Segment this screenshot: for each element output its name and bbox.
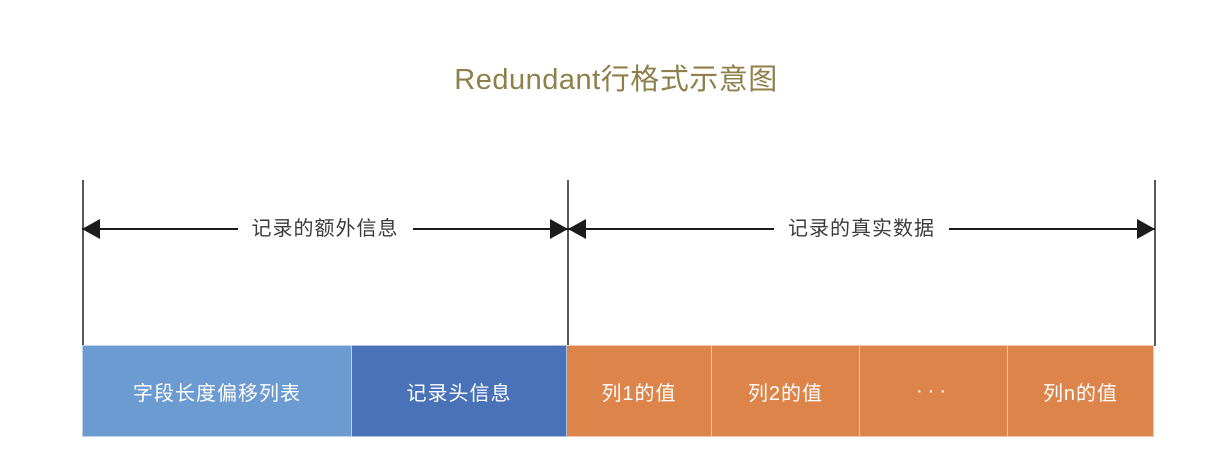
arrow-right-icon: [550, 219, 568, 239]
guide-line-left: [82, 180, 84, 346]
block-label: 列1的值: [601, 382, 677, 405]
page-title: Redundant行格式示意图: [454, 64, 778, 96]
block-label: 列n的值: [1042, 382, 1119, 405]
span-arrow-real-data: 记录的真实数据: [568, 212, 1155, 246]
arrow-left-head-extra-info: [82, 212, 238, 246]
arrow-shaft-icon: [82, 228, 238, 230]
block-record-header-info: 记录头信息: [352, 345, 567, 437]
arrow-shaft-icon: [949, 228, 1155, 230]
arrow-left-icon: [82, 219, 100, 239]
block-field-length-offset-list: 字段长度偏移列表: [82, 345, 352, 437]
arrow-shaft-icon: [568, 228, 774, 230]
arrow-left-icon: [568, 219, 586, 239]
span-label-real-data: 记录的真实数据: [788, 218, 935, 240]
block-label: ···: [916, 379, 951, 402]
span-label-extra-info: 记录的额外信息: [251, 218, 399, 240]
guide-line-middle: [567, 180, 569, 346]
block-label: 列2的值: [747, 382, 824, 405]
block-column-1-value: 列1的值: [567, 345, 712, 437]
block-column-2-value: 列2的值: [712, 345, 860, 437]
arrow-shaft-icon: [412, 228, 568, 230]
block-column-n-value: 列n的值: [1008, 345, 1154, 437]
row-format-blocks: 字段长度偏移列表 记录头信息 列1的值 列2的值 ··· 列n的值: [82, 345, 1154, 437]
block-label: 记录头信息: [406, 382, 512, 405]
guide-line-right: [1154, 180, 1156, 346]
arrow-right-icon: [1137, 219, 1155, 239]
block-column-ellipsis: ···: [860, 345, 1008, 437]
arrow-left-head-real-data: [568, 212, 774, 246]
arrow-right-head-real-data: [949, 212, 1155, 246]
block-label: 字段长度偏移列表: [133, 382, 301, 405]
span-arrow-extra-info: 记录的额外信息: [82, 212, 568, 246]
arrow-right-head-extra-info: [412, 212, 568, 246]
